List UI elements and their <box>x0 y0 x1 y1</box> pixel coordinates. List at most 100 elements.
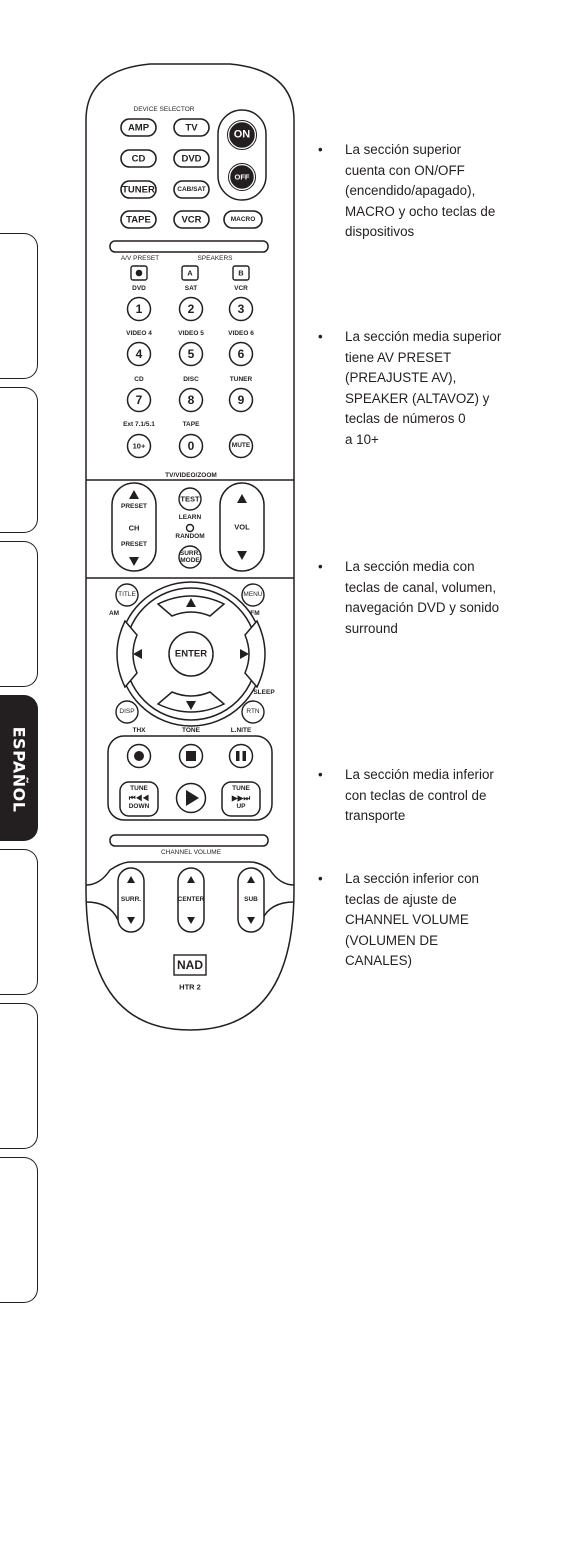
surr-rocker-label[interactable]: SURR. <box>120 895 142 903</box>
side-tab-1[interactable] <box>0 233 38 379</box>
surr-mode-line1[interactable]: SURR. <box>179 549 201 557</box>
bullet-lower-section: • La sección inferior con teclas de ajus… <box>318 869 508 972</box>
number-label-7: CD <box>134 375 144 383</box>
surr-mode-line2[interactable]: MODE <box>180 556 200 564</box>
number-label-8: DISC <box>183 375 199 383</box>
test-button[interactable]: TEST <box>180 494 200 504</box>
enter-label[interactable]: ENTER <box>174 648 208 660</box>
mute-button[interactable]: MUTE <box>231 441 251 449</box>
speaker-b-button[interactable]: B <box>238 268 244 278</box>
amp-button[interactable]: AMP <box>127 121 150 133</box>
number-button-0[interactable]: 0 <box>187 439 195 453</box>
fast-forward-icon: ▶▶⏭ <box>231 793 251 803</box>
on-button <box>229 122 255 148</box>
number-button-8[interactable]: 8 <box>187 393 195 407</box>
bullet-symbol: • <box>318 871 323 886</box>
nad-logo-box <box>173 954 207 976</box>
number-label-9: TUNER <box>229 375 253 383</box>
number-label-6: VIDEO 6 <box>228 329 254 337</box>
off-button <box>230 165 254 189</box>
vol-label[interactable]: VOL <box>234 522 250 532</box>
number-label-1: DVD <box>132 284 146 292</box>
number-label-5: VIDEO 5 <box>178 329 204 337</box>
bullet-symbol: • <box>318 142 323 157</box>
disp-button[interactable]: DISP <box>119 707 135 715</box>
dvd-button[interactable]: DVD <box>181 152 202 164</box>
speaker-a-button[interactable]: A <box>187 268 193 278</box>
side-tab-5[interactable] <box>0 849 38 995</box>
on-label[interactable]: ON <box>233 128 251 141</box>
tv-button[interactable]: TV <box>185 121 198 133</box>
ch-rocker <box>111 482 157 572</box>
cabsat-button[interactable]: CAB/SAT <box>177 185 206 193</box>
number-button-6[interactable]: 6 <box>237 347 245 361</box>
tune-up-line1[interactable]: TUNE <box>232 784 250 792</box>
rtn-button[interactable]: RTN <box>246 707 260 715</box>
tune-down-line1[interactable]: TUNE <box>130 784 148 792</box>
bullet-text: La sección media inferior con teclas de … <box>345 767 494 823</box>
fm-label: FM <box>250 609 260 617</box>
device-selector-label: DEVICE SELECTOR <box>133 105 195 113</box>
channel-volume-label: CHANNEL VOLUME <box>160 848 222 856</box>
tv-video-zoom-label: TV/VIDEO/ZOOM <box>165 471 217 479</box>
center-rocker-label[interactable]: CENTER <box>177 895 205 903</box>
am-label: AM <box>108 609 120 617</box>
tune-up-line2[interactable]: UP <box>236 802 246 810</box>
random-label: RANDOM <box>175 532 205 540</box>
brand-logo: NAD <box>177 958 203 972</box>
channel-volume-bar <box>109 834 269 847</box>
bullet-text: La sección superior cuenta con ON/OFF (e… <box>345 142 496 239</box>
learn-label: LEARN <box>178 513 202 521</box>
vcr-button[interactable]: VCR <box>181 213 202 225</box>
enter-button <box>168 631 214 677</box>
number-label-3: VCR <box>234 284 248 292</box>
thx-label: THX <box>132 726 146 734</box>
number-label-0: TAPE <box>182 420 200 428</box>
tuner-button[interactable]: TUNER <box>122 183 155 195</box>
side-tab-espanol[interactable]: ESPAÑOL <box>0 695 38 841</box>
av-preset-label: A/V PRESET <box>120 254 160 262</box>
off-label[interactable]: OFF <box>234 172 250 182</box>
bullet-symbol: • <box>318 559 323 574</box>
number-button-1[interactable]: 1 <box>135 302 143 316</box>
number-label-4: VIDEO 4 <box>126 329 152 337</box>
title-button[interactable]: TITLE <box>118 590 136 598</box>
power-oval <box>217 109 267 201</box>
tape-button[interactable]: TAPE <box>126 213 151 225</box>
number-button-10plus[interactable]: 10+ <box>132 441 146 451</box>
bullet-middle-section: • La sección media con teclas de canal, … <box>318 557 508 639</box>
bullet-symbol: • <box>318 329 323 344</box>
number-button-3[interactable]: 3 <box>237 302 245 316</box>
lnite-label: L.NITE <box>230 726 252 734</box>
number-button-4[interactable]: 4 <box>135 347 143 361</box>
menu-button[interactable]: MENU <box>243 590 263 598</box>
bullet-upper-middle-section: • La sección media superior tiene AV PRE… <box>318 327 508 450</box>
bullet-text: La sección media superior tiene AV PRESE… <box>345 329 502 447</box>
bullet-lower-middle-section: • La sección media inferior con teclas d… <box>318 765 508 827</box>
model-label: HTR 2 <box>179 982 201 992</box>
ch-label[interactable]: CH <box>128 523 140 533</box>
device-bar <box>109 240 269 253</box>
tone-label: TONE <box>182 726 200 734</box>
side-tab-7[interactable] <box>0 1157 38 1303</box>
sub-rocker-label[interactable]: SUB <box>244 895 258 903</box>
sleep-label: SLEEP <box>253 688 275 696</box>
bullet-text: La sección media con teclas de canal, vo… <box>345 559 500 636</box>
side-tab-2[interactable] <box>0 387 38 533</box>
bullet-upper-section: • La sección superior cuenta con ON/OFF … <box>318 140 508 243</box>
number-button-9[interactable]: 9 <box>237 393 245 407</box>
speakers-label: SPEAKERS <box>197 254 233 262</box>
rewind-icon: ⏮◀◀ <box>128 793 150 803</box>
side-tab-6[interactable] <box>0 1003 38 1149</box>
number-button-7[interactable]: 7 <box>135 393 143 407</box>
bullet-text: La sección inferior con teclas de ajuste… <box>345 871 479 968</box>
macro-button[interactable]: MACRO <box>230 215 256 223</box>
cd-button[interactable]: CD <box>131 152 146 164</box>
transport-panel <box>107 735 273 821</box>
side-tab-3[interactable] <box>0 541 38 687</box>
number-button-2[interactable]: 2 <box>187 302 195 316</box>
tune-down-line2[interactable]: DOWN <box>128 802 150 810</box>
number-button-5[interactable]: 5 <box>187 347 195 361</box>
